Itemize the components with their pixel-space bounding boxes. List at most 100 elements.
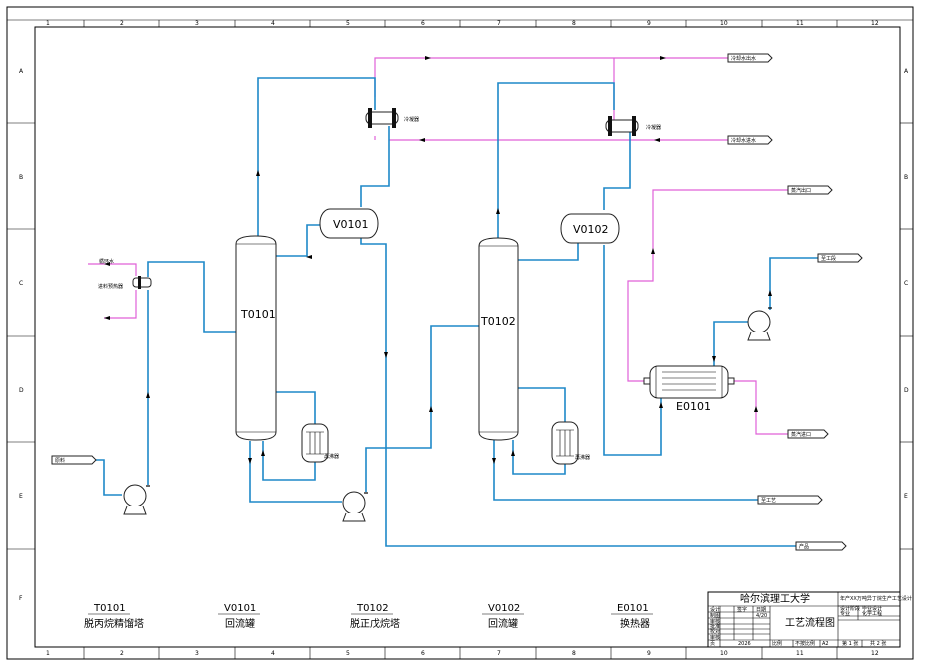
drawing-title: 工艺流程图 [785, 616, 835, 629]
stream-text: 冷却水进水 [731, 137, 756, 144]
col-label: 5 [346, 20, 350, 27]
row-label: D [19, 387, 24, 394]
stream-text: 至工艺 [761, 498, 776, 504]
col-label: 10 [720, 20, 728, 27]
col-label: 1 [46, 650, 50, 657]
cooling-water-label: 循环水 [99, 258, 114, 265]
stream-tag-steam-out: 蒸汽出口 [787, 185, 833, 195]
grid-rows [7, 122, 913, 550]
stream-tag-cool-water-out: 冷却水出水 [727, 53, 773, 63]
legend-tag: V0101 [224, 603, 256, 614]
row-label: E [19, 493, 23, 500]
col-label: 7 [497, 20, 501, 27]
column-t0102[interactable]: T0102 [478, 237, 519, 441]
row-label: E [904, 493, 908, 500]
col-label: 12 [871, 650, 879, 657]
drum-tag: V0101 [333, 218, 369, 231]
col-label: 2 [120, 650, 124, 657]
drum-v0101[interactable]: V0101 [319, 208, 379, 239]
process-lines [96, 77, 820, 547]
col-label: 4 [271, 20, 275, 27]
condenser-1[interactable]: 冷凝器 [365, 108, 419, 128]
row-label: 审核 [710, 634, 720, 641]
scale-value: 不按比例 [795, 640, 815, 647]
pump-feed[interactable] [123, 484, 150, 515]
stream-tag-process-out: 至工艺 [757, 495, 823, 505]
col-label: 1 [46, 20, 50, 27]
date-header: 日期 [756, 607, 766, 613]
feed-preheater[interactable]: 进料预热器 循环水 [98, 258, 152, 290]
col-label: 10 [720, 650, 728, 657]
pump-2[interactable] [747, 307, 772, 341]
row-label: D [904, 387, 909, 394]
reboiler-label: 再沸器 [324, 453, 339, 460]
row-label: F [19, 595, 23, 602]
size-value: A2 [822, 641, 829, 647]
col-label: 6 [421, 650, 425, 657]
legend-tag: T0102 [356, 603, 389, 614]
condenser-2[interactable]: 冷凝器 [605, 116, 661, 136]
university-name: 哈尔滨理工大学 [740, 592, 810, 605]
col-label: 4 [271, 650, 275, 657]
major-label: 专业 [840, 610, 850, 617]
legend-name: 回流罐 [488, 617, 518, 630]
row-label: C [904, 280, 908, 287]
pump-1[interactable] [342, 491, 368, 522]
flow-arrows [104, 56, 772, 464]
col-label: 11 [796, 650, 804, 657]
col-label: 8 [572, 650, 576, 657]
title-block: 哈尔滨理工大学 年产XX万吨异丁烷生产工艺设计 工艺流程图 设计 制图 审核 批… [707, 591, 912, 648]
outer-border [6, 6, 914, 660]
legend-tag: V0102 [488, 603, 520, 614]
row-label: 审核 [710, 618, 720, 625]
row-label: 批准 [710, 623, 720, 630]
stream-text: 蒸汽进口 [791, 431, 811, 438]
col-label: 11 [796, 20, 804, 27]
stream-tag-feed: 原料 [51, 455, 97, 465]
stream-text: 冷却水出水 [731, 55, 756, 62]
col-label: 3 [195, 650, 199, 657]
exchanger-e0101[interactable]: E0101 [643, 365, 735, 413]
col-label: 8 [572, 20, 576, 27]
column-tag: T0102 [480, 315, 516, 328]
column-tag: T0101 [240, 308, 276, 321]
col-label: 2 [120, 20, 124, 27]
stage-value: 毕业设计 [862, 605, 882, 612]
preheater-label: 进料预热器 [98, 283, 123, 290]
reboiler-1[interactable]: 再沸器 [301, 423, 339, 463]
major-value: 化学工程 [862, 610, 882, 617]
grid-columns [7, 19, 913, 659]
reboiler-2[interactable]: 再沸器 [551, 421, 590, 465]
col-label: 7 [497, 650, 501, 657]
row-label: 设计 [710, 606, 720, 613]
stream-tag-cool-water-in: 冷却水进水 [727, 135, 773, 145]
legend-tag: E0101 [617, 603, 649, 614]
row-label: A [904, 68, 909, 75]
row-label: B [904, 174, 908, 181]
drum-v0102[interactable]: V0102 [560, 213, 620, 244]
col-label: 12 [871, 20, 879, 27]
inner-border [34, 26, 901, 648]
stream-text: 原料 [55, 457, 65, 464]
legend-name: 回流罐 [225, 617, 255, 630]
column-t0101[interactable]: T0101 [235, 235, 277, 441]
stream-tag-steam-in: 蒸汽进口 [787, 429, 829, 439]
condenser-label: 冷凝器 [646, 124, 661, 131]
col-label: 6 [421, 20, 425, 27]
stream-text: 产品 [799, 543, 809, 550]
page-label: 页 [710, 641, 715, 647]
reboiler-label: 再沸器 [575, 454, 590, 461]
col-label: 9 [647, 650, 651, 657]
legend-tag: T0101 [93, 603, 126, 614]
row-label: C [19, 280, 23, 287]
project-name: 年产XX万吨异丁烷生产工艺设计 [840, 595, 912, 602]
exchanger-tag: E0101 [676, 400, 711, 413]
col-label: 9 [647, 20, 651, 27]
stream-tag-side-product: 至工段 [817, 253, 863, 263]
stage-label: 设计阶段 [840, 605, 860, 612]
equipment-legend: T0101 脱丙烷精馏塔 V0101 回流罐 T0102 脱正戊烷塔 V0102… [84, 603, 653, 630]
row-label: B [19, 174, 23, 181]
legend-name: 换热器 [620, 617, 650, 630]
col-label: 5 [346, 650, 350, 657]
